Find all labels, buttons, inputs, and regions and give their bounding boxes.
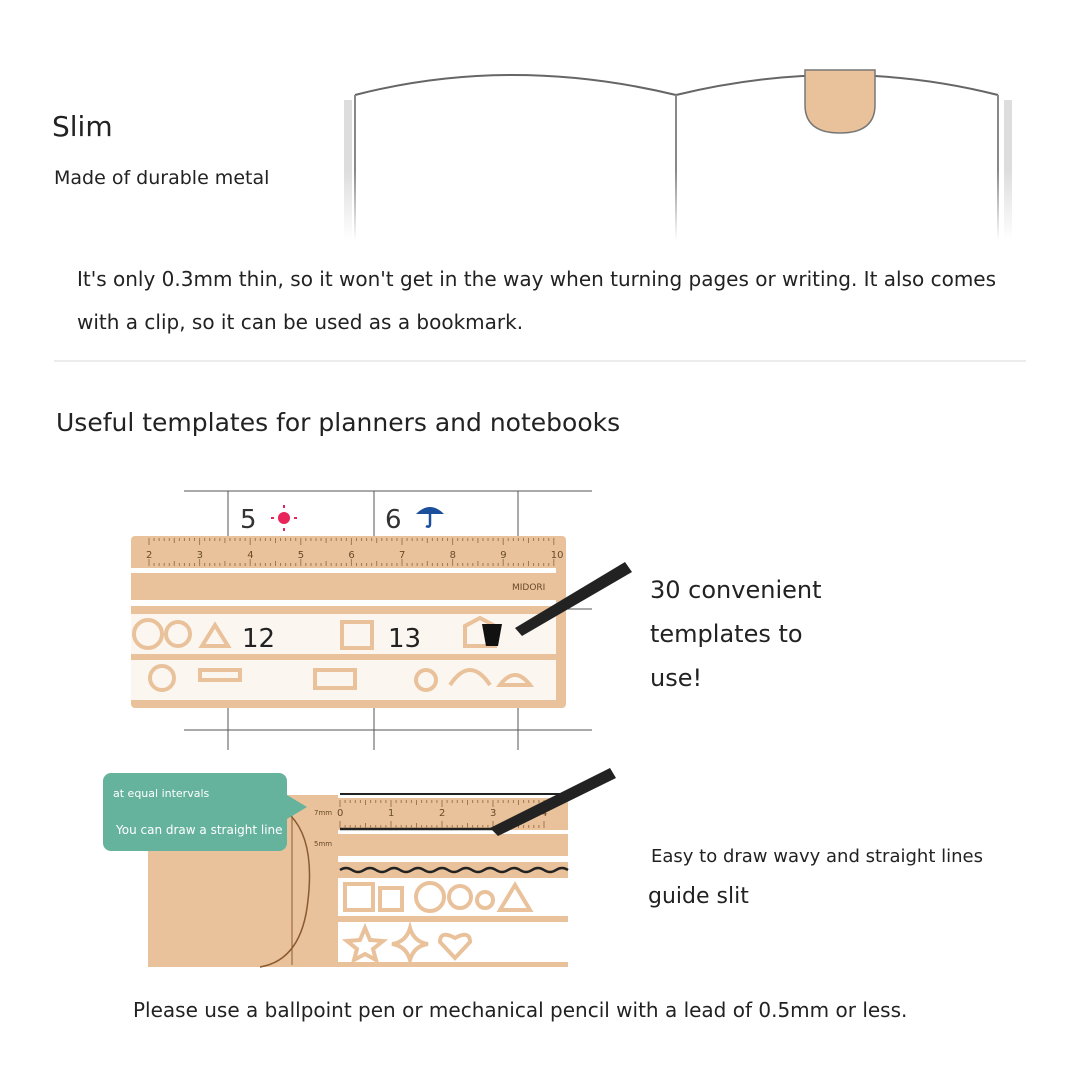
label-7mm: 7mm: [314, 809, 332, 817]
day-5: 5: [240, 505, 257, 535]
ruler-number: 7: [399, 550, 405, 561]
ruler-number: 2: [146, 550, 152, 561]
slim-title: Slim: [52, 110, 113, 143]
ruler-number: 4: [247, 550, 253, 561]
label-5mm: 5mm: [314, 840, 332, 848]
day-6: 6: [385, 505, 402, 535]
pen-icon: [490, 768, 616, 836]
brand-label: MIDORI: [512, 583, 545, 593]
ruler-number: 0: [337, 808, 343, 819]
ruler-number: 6: [348, 550, 354, 561]
day-13: 13: [388, 624, 421, 654]
umbrella-icon: [416, 507, 444, 528]
templates-heading: Useful templates for planners and notebo…: [56, 408, 621, 437]
day-12: 12: [242, 624, 275, 654]
wavy-lines-text: Easy to draw wavy and straight lines: [651, 846, 983, 867]
speech-bubble: at equal intervals You can draw a straig…: [103, 773, 307, 851]
bubble-line-2: You can draw a straight line: [116, 823, 283, 837]
cup-icon: [482, 624, 502, 646]
ruler-number: 8: [450, 550, 456, 561]
slim-description: It's only 0.3mm thin, so it won't get in…: [77, 267, 997, 334]
ruler-number: 10: [551, 550, 564, 561]
ruler-number: 3: [490, 808, 496, 819]
ruler-number: 5: [298, 550, 304, 561]
bubble-line-1: at equal intervals: [113, 787, 210, 800]
sun-icon: [271, 505, 297, 531]
guide-slit-text: guide slit: [648, 884, 749, 909]
ruler-number: 4: [541, 808, 547, 819]
usage-note: Please use a ballpoint pen or mechanical…: [133, 998, 908, 1022]
templates-callout: 30 convenient templates to use!: [650, 576, 822, 692]
ruler-number: 2: [439, 808, 445, 819]
ruler-number: 9: [500, 550, 506, 561]
notebook-illustration: [340, 69, 1020, 240]
ruler-number: 1: [388, 808, 394, 819]
slim-subtitle: Made of durable metal: [54, 167, 270, 189]
ruler-number: 3: [197, 550, 203, 561]
pen-icon: [515, 562, 632, 636]
divider: [54, 360, 1026, 362]
template-ruler-illustration: 5 6 2 3 4 5 6 7 8 9 10 MIDORI 12 13: [131, 490, 632, 750]
